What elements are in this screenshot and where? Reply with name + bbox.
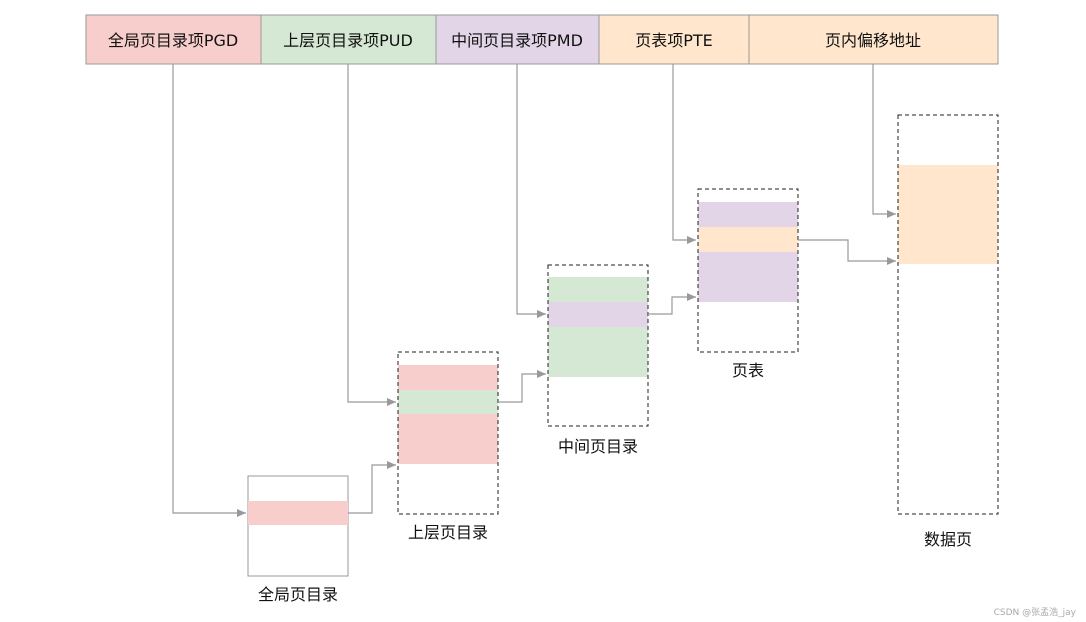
data-page-frame xyxy=(897,114,999,515)
pgd-entry-highlight xyxy=(248,501,348,525)
header-cell-pte xyxy=(598,14,750,65)
header-label-pte: 页表项PTE xyxy=(635,31,713,50)
header-label-pgd: 全局页目录项PGD xyxy=(108,31,238,50)
arrow-pud-to-pmd xyxy=(498,370,546,403)
header-cell-pmd xyxy=(435,14,600,65)
pmd-table-frame xyxy=(547,264,649,427)
pte-band-bottom xyxy=(698,252,798,302)
pmd-table: 中间页目录 xyxy=(547,264,649,456)
virtual-address-bar: 全局页目录项PGD 上层页目录项PUD 中间页目录项PMD 页表项PTE 页内偏… xyxy=(85,14,999,65)
arrow-pte-index xyxy=(672,64,696,244)
header-label-pud: 上层页目录项PUD xyxy=(283,31,413,50)
header-cell-pgd xyxy=(85,14,262,65)
arrow-pmd-to-pte xyxy=(648,293,696,315)
pte-table-label: 页表 xyxy=(732,361,764,380)
pud-band-top xyxy=(398,365,498,390)
watermark: CSDN @张孟浩_jay xyxy=(993,608,1076,618)
arrow-pgd-index xyxy=(172,64,246,517)
arrow-pte-to-data xyxy=(798,239,896,265)
pmd-band-bottom xyxy=(548,327,648,377)
pgd-table-label: 全局页目录 xyxy=(258,585,338,604)
connector-arrows xyxy=(172,64,896,517)
header-cell-offset xyxy=(748,14,999,65)
pte-table: 页表 xyxy=(697,188,799,380)
pud-table-label: 上层页目录 xyxy=(408,523,488,542)
pud-table-frame xyxy=(397,351,499,515)
pud-entry-highlight xyxy=(398,390,498,414)
pgd-table: 全局页目录 xyxy=(247,475,349,604)
pud-band-bottom xyxy=(398,414,498,464)
arrow-offset-index xyxy=(872,64,896,218)
arrow-pmd-index xyxy=(516,64,546,318)
pmd-table-label: 中间页目录 xyxy=(558,437,638,456)
data-page-highlight xyxy=(898,165,998,264)
header-label-pmd: 中间页目录项PMD xyxy=(451,31,583,50)
pte-band-top xyxy=(698,202,798,227)
arrow-pgd-to-pud xyxy=(348,461,396,514)
arrow-pud-index xyxy=(347,64,396,406)
header-cell-pud xyxy=(260,14,437,65)
pud-table: 上层页目录 xyxy=(397,351,499,542)
pmd-band-top xyxy=(548,277,648,302)
data-page: 数据页 xyxy=(897,114,999,549)
data-page-label: 数据页 xyxy=(924,530,972,549)
header-label-offset: 页内偏移地址 xyxy=(825,31,921,50)
pte-table-frame xyxy=(697,188,799,353)
pte-entry-highlight xyxy=(698,227,798,252)
pmd-entry-highlight xyxy=(548,302,648,327)
pgd-table-frame xyxy=(247,475,349,577)
